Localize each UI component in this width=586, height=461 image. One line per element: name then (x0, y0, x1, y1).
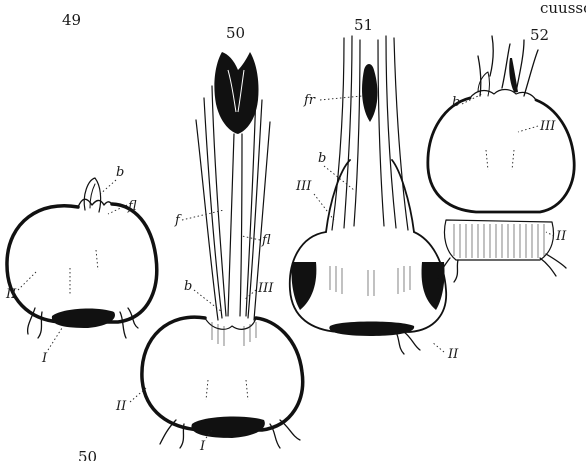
figure-52-old-corm (444, 220, 553, 260)
figure-52: 52 b III II (428, 26, 574, 282)
bottom-mark: 50 (78, 448, 97, 461)
figure-49-label-b: b (116, 165, 124, 180)
figure-50-label-II: II (115, 399, 127, 414)
figure-51-band (291, 262, 316, 310)
figure-50-corm-outline (142, 317, 303, 430)
figure-52-hatching (454, 224, 544, 258)
figure-51-hatching (330, 266, 410, 296)
figure-50-flower (214, 52, 258, 134)
figure-51-label-fr: fr (303, 93, 316, 108)
figure-49-old-corm (52, 309, 115, 328)
figure-52-label-III: III (539, 119, 556, 134)
figure-50-label-fl: fl (261, 233, 271, 248)
figure-50-old-corm (191, 417, 264, 438)
figure-52-number: 52 (530, 26, 549, 44)
figure-50-label-I: I (199, 439, 206, 454)
figure-49: 49 b fl II I (5, 11, 157, 366)
figure-52-leaves (478, 36, 538, 96)
figure-50-label-f: f (174, 213, 182, 228)
figure-51-label-III: III (295, 179, 312, 194)
figure-49-label-I: I (41, 351, 48, 366)
figure-51-base (329, 322, 414, 337)
figure-50-hatching (212, 322, 256, 346)
figure-50: 50 f fl b III II (115, 24, 303, 454)
figure-52-label-b: b (452, 95, 460, 110)
figure-51-label-b: b (318, 151, 326, 166)
figure-51-neck (326, 160, 414, 232)
figure-52-bud (478, 72, 490, 96)
figure-51-fruit (362, 64, 377, 122)
figure-52-label-II: II (555, 229, 567, 244)
corner-text: cuusso (540, 0, 586, 17)
figure-50-label-III: III (257, 281, 274, 296)
figure-49-bud (84, 178, 100, 212)
figure-51-number: 51 (354, 16, 373, 34)
figure-49-label-fl: fl (127, 199, 137, 214)
figure-50-label-b: b (184, 279, 192, 294)
figure-50-number: 50 (226, 24, 245, 42)
figure-49-corm-outline (7, 204, 157, 322)
figure-49-label-II: II (5, 287, 17, 302)
figure-52-corm-outline (428, 98, 574, 212)
figure-49-bud-notch (78, 199, 112, 207)
figure-51-label-II: II (447, 347, 459, 362)
figure-49-number: 49 (62, 11, 81, 29)
